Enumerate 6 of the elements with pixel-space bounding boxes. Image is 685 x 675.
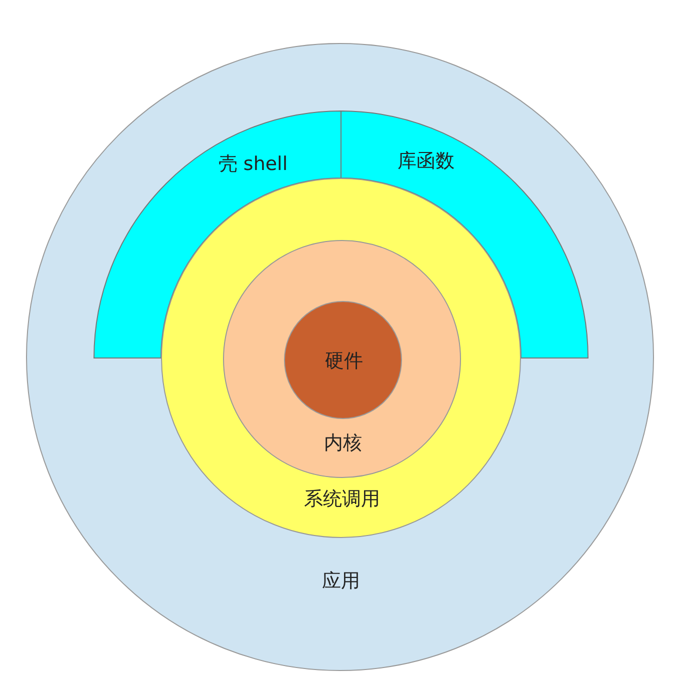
layer-label: 壳 shell bbox=[218, 152, 288, 177]
layer-label: 内核 bbox=[324, 431, 362, 456]
layer-label: 库函数 bbox=[398, 149, 454, 174]
layer-label: 硬件 bbox=[325, 349, 363, 374]
layer-label: 系统调用 bbox=[304, 487, 380, 512]
layer-label: 应用 bbox=[322, 569, 360, 594]
